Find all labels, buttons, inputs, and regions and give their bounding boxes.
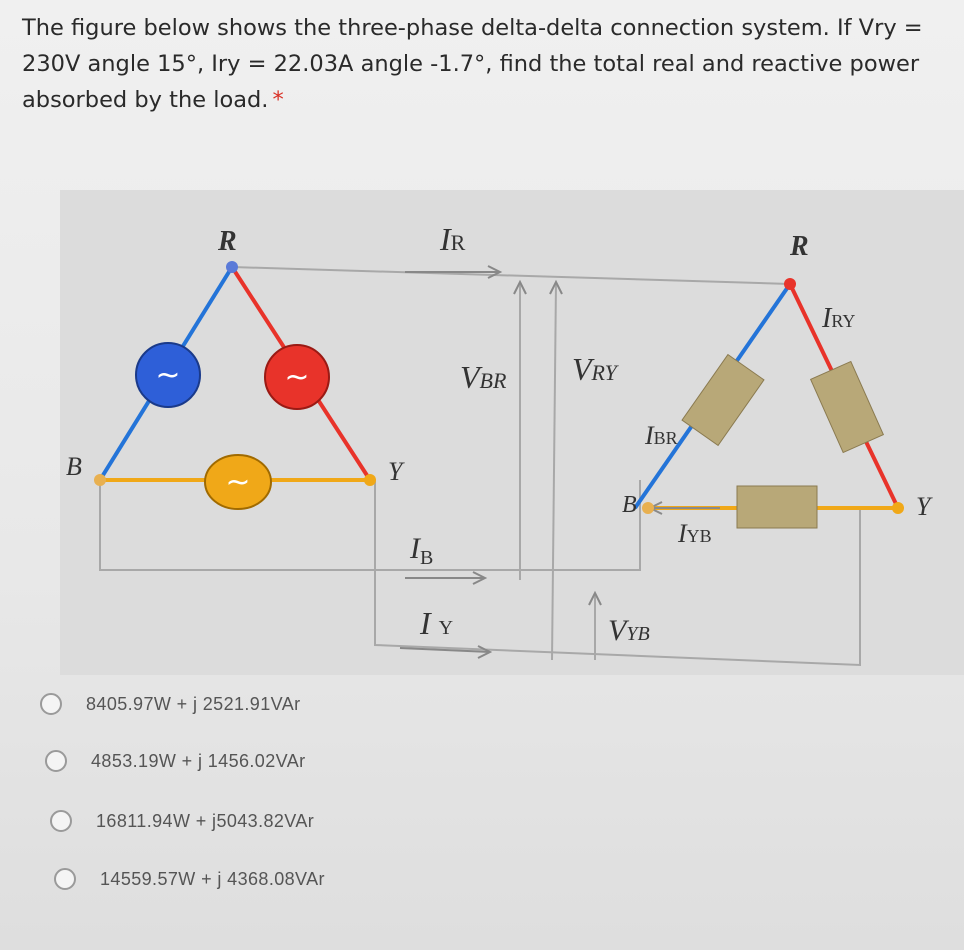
source-b-node (94, 474, 106, 486)
ibr-label: IBR (644, 421, 678, 450)
source-y-node (364, 474, 376, 486)
load-b-label: B (622, 492, 637, 518)
load-y-label: Y (916, 492, 933, 521)
source-r-label: R (217, 226, 237, 257)
option-1[interactable]: 8405.97W + j 2521.91VAr (40, 690, 540, 718)
source-r-node (226, 261, 238, 273)
option-4-radio[interactable] (54, 868, 76, 890)
svg-text:~: ~ (225, 465, 250, 500)
ib-label: IB (409, 532, 433, 569)
load-r-label: R (789, 231, 809, 262)
grey-wires (99, 266, 861, 667)
option-2-radio[interactable] (45, 750, 67, 772)
ir-label: IR (439, 221, 466, 257)
question-text: The figure below shows the three-phase d… (22, 10, 952, 118)
source-y-icon: ~ (204, 454, 272, 510)
load-r-node (784, 278, 796, 290)
iry-label: IRY (821, 303, 855, 334)
option-2[interactable]: 4853.19W + j 1456.02VAr (45, 747, 540, 775)
vyb-label: VYB (608, 614, 650, 647)
source-b-icon: ~ (135, 342, 201, 408)
load-impedance-ry (809, 360, 885, 454)
question-body: The figure below shows the three-phase d… (22, 15, 923, 113)
svg-text:~: ~ (284, 360, 309, 395)
option-4-label: 14559.57W + j 4368.08VAr (100, 868, 325, 889)
option-2-label: 4853.19W + j 1456.02VAr (91, 750, 306, 771)
option-1-radio[interactable] (40, 693, 62, 715)
required-asterisk: * (272, 87, 284, 113)
svg-text:~: ~ (155, 358, 180, 393)
option-3-radio[interactable] (50, 810, 72, 832)
source-b-label: B (66, 452, 82, 481)
load-impedance-br (681, 353, 765, 447)
vry-label: VRY (572, 351, 620, 387)
iyb-label: IYB (677, 519, 712, 548)
option-3[interactable]: 16811.94W + j5043.82VAr (50, 807, 540, 835)
load-impedance-yb (736, 485, 818, 529)
answer-options: 8405.97W + j 2521.91VAr 4853.19W + j 145… (40, 690, 540, 893)
option-4[interactable]: 14559.57W + j 4368.08VAr (54, 865, 540, 893)
load-b-node (642, 502, 654, 514)
option-3-label: 16811.94W + j5043.82VAr (96, 810, 315, 831)
option-1-label: 8405.97W + j 2521.91VAr (86, 693, 301, 714)
source-r-icon: ~ (264, 344, 330, 410)
source-y-label: Y (388, 457, 405, 486)
vbr-label: VBR (460, 359, 507, 395)
load-y-node (892, 502, 904, 514)
arrows (399, 265, 602, 659)
